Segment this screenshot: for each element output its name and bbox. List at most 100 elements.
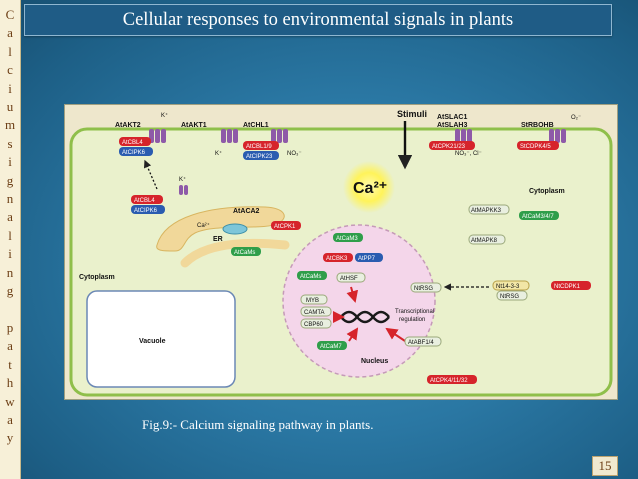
vertical-title-letter: a bbox=[7, 25, 13, 41]
atcbk3-box bbox=[323, 253, 353, 262]
atcbl1-9-label: AtCBL1/9 bbox=[246, 144, 272, 150]
atcbl1-9-box bbox=[243, 141, 279, 150]
ataca2-label: AtACA2 bbox=[233, 208, 260, 215]
channel-atchl1 bbox=[271, 129, 288, 143]
ntrsg2-label: NtRSG bbox=[500, 294, 519, 300]
calcium-glow bbox=[343, 161, 395, 213]
vertical-title-letter: a bbox=[7, 209, 13, 225]
ntcdpk1-box bbox=[551, 281, 591, 290]
strbohb-label: StRBOHB bbox=[521, 122, 554, 129]
atakt1-label: AtAKT1 bbox=[181, 122, 207, 129]
atcpk21-23-box bbox=[429, 141, 475, 150]
atcam7-box bbox=[317, 341, 347, 350]
figure-caption: Fig.9:- Calcium signaling pathway in pla… bbox=[142, 417, 374, 432]
atcam3-4-7-label: AtCaM3/4/7 bbox=[522, 214, 554, 220]
vertical-title-letter: y bbox=[6, 430, 14, 446]
pathway-diagram: Stimuli Ca²⁺ AtAKT2 AtAKT1 AtCHL1 AtSLAC… bbox=[69, 109, 613, 397]
atmapkk3-box bbox=[468, 204, 510, 215]
channel-atslac1 bbox=[455, 129, 472, 143]
no3-cl-label: NO₃⁻, Cl⁻ bbox=[455, 151, 482, 157]
atcbl4-mid-box bbox=[131, 195, 163, 204]
red-arrow-4 bbox=[346, 327, 359, 342]
atcipk23-label: AtCIPK23 bbox=[246, 154, 273, 160]
vertical-title-letter bbox=[0, 301, 20, 319]
atpp7-box bbox=[355, 253, 383, 262]
atcipk6-mid-box bbox=[131, 205, 165, 214]
vacuole bbox=[86, 290, 236, 388]
vertical-title-letter: i bbox=[8, 246, 12, 262]
no3-label: NO₃⁻ bbox=[287, 151, 302, 157]
cbp60-box bbox=[300, 318, 332, 329]
transcriptional-label: Transcriptional bbox=[395, 309, 434, 315]
atmapk8-label: AtMAPK8 bbox=[471, 238, 498, 244]
cytoplasm-right-label: Cytoplasm bbox=[529, 188, 565, 195]
cytoplasm-left-label: Cytoplasm bbox=[79, 274, 115, 281]
atmapkk3-label: AtMAPKK3 bbox=[471, 208, 502, 214]
myb-box bbox=[300, 294, 328, 305]
atcams-er-label: AtCaMs bbox=[234, 250, 255, 256]
red-arrow-3 bbox=[385, 327, 406, 342]
ataca2-pump bbox=[222, 223, 248, 235]
atcbl4-top-label: AtCBL4 bbox=[122, 140, 143, 146]
channel-strbohb bbox=[549, 129, 566, 143]
camta-box bbox=[300, 306, 332, 317]
atcpk4-11-32-label: AtCPK4/11/32 bbox=[430, 378, 468, 384]
k-plus-atakt1: K⁺ bbox=[215, 150, 222, 157]
endoplasmic-reticulum bbox=[156, 206, 285, 252]
ca2-label: Ca²⁺ bbox=[353, 180, 387, 197]
myb-label: MYB bbox=[306, 298, 319, 304]
channel-atakt2 bbox=[149, 129, 166, 143]
atcipk6-top-box bbox=[119, 147, 153, 156]
vertical-title-letter: n bbox=[6, 191, 14, 207]
vertical-title-letter: a bbox=[7, 338, 13, 354]
slide-title: Cellular responses to environmental sign… bbox=[122, 10, 514, 30]
regulation-label: regulation bbox=[399, 317, 425, 323]
atcams-er-box bbox=[231, 247, 261, 256]
athsf-label: AtHSF bbox=[340, 276, 358, 282]
k-plus-mid: K⁺ bbox=[179, 176, 186, 183]
vertical-title-letter: u bbox=[6, 99, 14, 115]
vertical-title-letter: n bbox=[6, 264, 14, 280]
vertical-title-letter: t bbox=[8, 356, 12, 372]
atcipk23-box bbox=[243, 151, 279, 160]
atslah3-label: AtSLAH3 bbox=[437, 122, 467, 129]
atcam3-box bbox=[333, 233, 363, 242]
ntrsg-box bbox=[410, 282, 442, 293]
vertical-title-letter: c bbox=[7, 62, 13, 78]
dna-strand-1 bbox=[340, 310, 390, 324]
atcams-nuc-label: AtCaMs bbox=[300, 274, 321, 280]
title-bar: Cellular responses to environmental sign… bbox=[24, 4, 612, 36]
atcipk6-top-label: AtCIPK6 bbox=[122, 150, 146, 156]
vertical-title-letter: l bbox=[8, 43, 12, 59]
atcipk6-mid-label: AtCIPK6 bbox=[134, 208, 158, 214]
atabf1-4-box bbox=[404, 336, 442, 347]
atcams-nuc-box bbox=[297, 271, 327, 280]
atabf1-4-label: AtABF1/4 bbox=[408, 340, 434, 346]
atmapk8-box bbox=[468, 234, 506, 245]
nt14-3-3-box bbox=[492, 280, 530, 291]
vertical-title-letter: s bbox=[7, 135, 13, 151]
dna-strand-2 bbox=[340, 310, 390, 324]
o2-label: O₂⁻ bbox=[571, 115, 581, 121]
vertical-title-letter: a bbox=[7, 411, 13, 427]
vertical-title-letter: h bbox=[6, 375, 14, 391]
vertical-title-letter: p bbox=[6, 319, 14, 335]
atcpk21-23-label: AtCPK21/23 bbox=[432, 144, 466, 150]
channel-atakt1 bbox=[221, 129, 238, 143]
ntrsg-label: NtRSG bbox=[414, 286, 433, 292]
ntcdpk1-label: NtCDPK1 bbox=[554, 284, 581, 290]
atcpk1-label: AtCPK1 bbox=[274, 224, 296, 230]
camta-label: CAMTA bbox=[304, 310, 325, 316]
pathway-figure: Stimuli Ca²⁺ AtAKT2 AtAKT1 AtCHL1 AtSLAC… bbox=[64, 104, 618, 400]
vertical-title-letter: C bbox=[5, 7, 15, 22]
atpp7-label: AtPP7 bbox=[358, 256, 376, 262]
stcdpk4-5-box bbox=[517, 141, 559, 150]
atakt2-label: AtAKT2 bbox=[115, 122, 141, 129]
athsf-box bbox=[336, 272, 366, 283]
cbp60-label: CBP60 bbox=[304, 322, 324, 328]
atcpk1-box bbox=[271, 221, 301, 230]
stcdpk4-5-label: StCDPK4/5 bbox=[520, 144, 551, 150]
vertical-title-letter: g bbox=[6, 172, 14, 188]
stimuli-label: Stimuli bbox=[397, 109, 427, 119]
